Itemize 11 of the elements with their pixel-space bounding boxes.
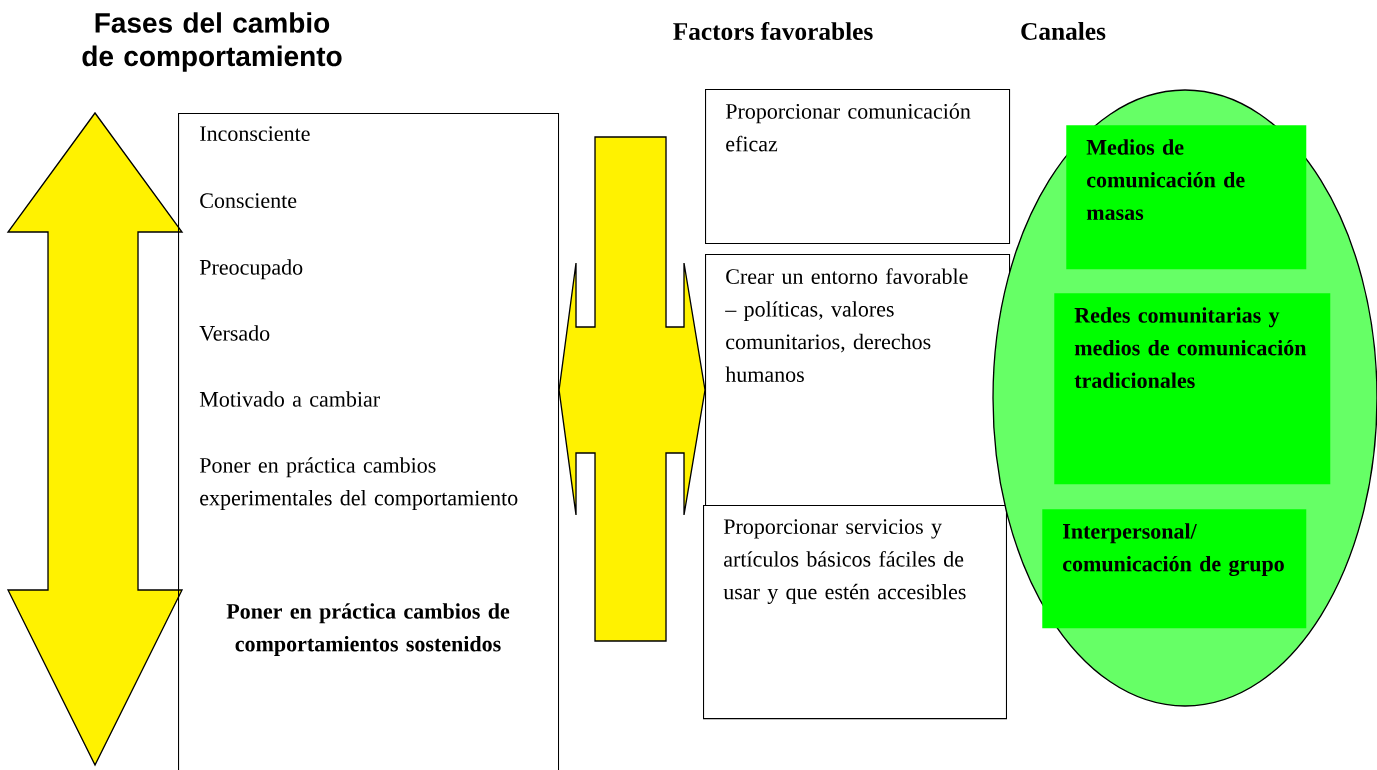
factor-box: Proporcionar servicios y artículos básicos fáciles de usar y que estén accesibles [703,505,1007,720]
channel-box: Redes comunitarias y medios de comunicación tradicionales [1054,293,1331,485]
column-heading: Factors favorables [673,21,873,41]
double-arrow [558,136,706,642]
channel-box: Interpersonal/ comunicación de grupo [1042,509,1307,629]
factor-box: Proporcionar comunicación eficaz [705,89,1011,245]
factor-box: Crear un entorno favorable – políticas, valores comunitarios, derechos humanos [705,254,1011,509]
column-heading: Canales [1021,22,1106,40]
stage-box: Inconsciente Consciente Preocupado Versado Motivado a cambiar Poner en práctica cambios experimentales del comportamiento Poner en práctica cambios de comportamientos sostenidos [178,113,560,770]
heading: Fases del cambio de comportamiento [82,12,342,72]
channel-box: Medios de comunicación de masas [1066,125,1307,270]
